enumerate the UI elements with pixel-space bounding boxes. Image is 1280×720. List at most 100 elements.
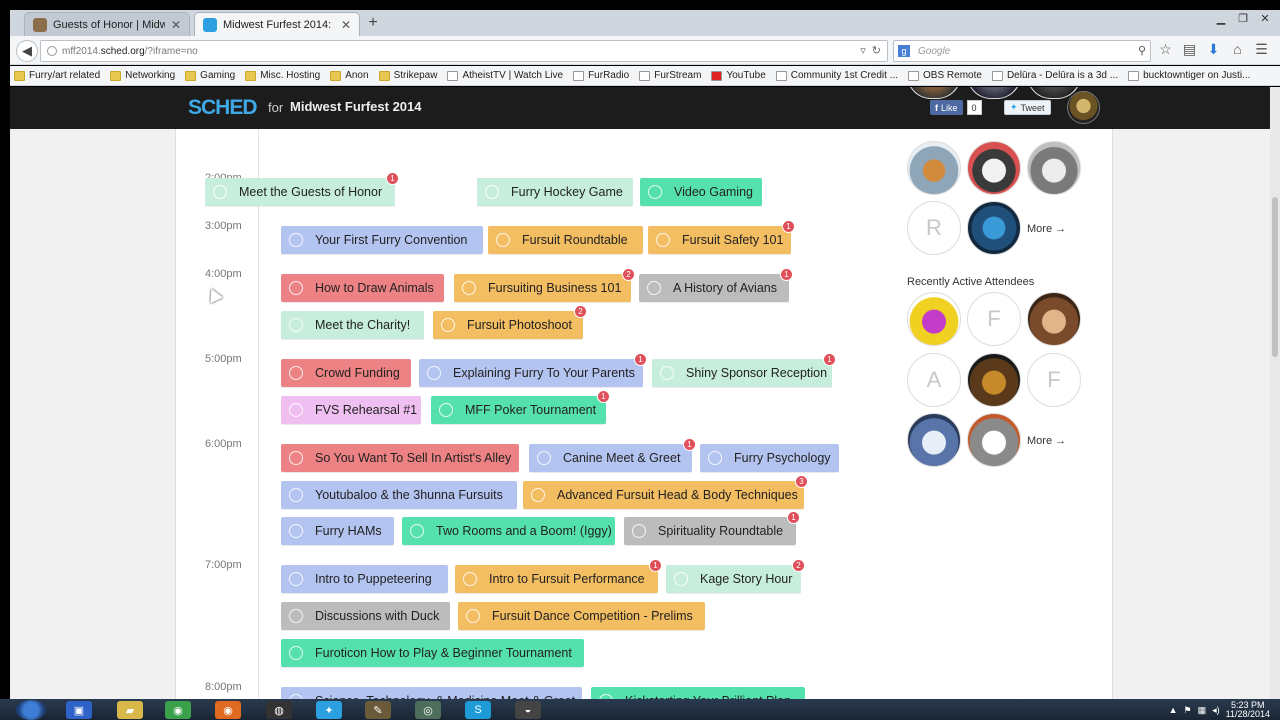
add-to-schedule-icon[interactable] [289, 318, 303, 332]
guests-more-link[interactable]: More → [1027, 223, 1067, 235]
session-chip[interactable]: Two Rooms and a Boom! (Iggy) [402, 517, 615, 545]
add-to-schedule-icon[interactable] [656, 233, 670, 247]
bookmark-item[interactable]: Delūra - Delūra is a 3d ... [991, 70, 1118, 81]
add-to-schedule-icon[interactable] [660, 366, 674, 380]
bookmark-item[interactable]: Networking [110, 70, 175, 81]
bookmark-item[interactable]: Anon [330, 70, 369, 81]
user-avatar[interactable] [1067, 91, 1100, 124]
session-chip[interactable]: Kickstarting Your Brilliant Plan [591, 687, 805, 699]
add-to-schedule-icon[interactable] [289, 524, 303, 538]
add-to-schedule-icon[interactable] [531, 488, 545, 502]
add-to-schedule-icon[interactable] [674, 572, 688, 586]
bookmark-item[interactable]: FurStream [639, 70, 701, 81]
add-to-schedule-icon[interactable] [410, 524, 424, 538]
app-icon[interactable]: ◒ [515, 701, 541, 719]
address-bar[interactable]: mff2014.sched.org/?iframe=no ▿ ↻ [40, 40, 888, 62]
tab-guests-of-honor[interactable]: Guests of Honor | Midwest ... ✕ [24, 12, 190, 36]
session-chip[interactable]: Youtubaloo & the 3hunna Fursuits [281, 481, 517, 509]
add-to-schedule-icon[interactable] [427, 366, 441, 380]
home-icon[interactable]: ⌂ [1233, 41, 1242, 57]
session-chip[interactable]: Your First Furry Convention [281, 226, 483, 254]
tray-expand-icon[interactable]: ▲ [1168, 705, 1178, 715]
add-to-schedule-icon[interactable] [213, 185, 227, 199]
twitter-icon[interactable]: ✦ [316, 701, 342, 719]
add-to-schedule-icon[interactable] [537, 451, 551, 465]
tweet-button[interactable]: ✦Tweet [1004, 100, 1051, 115]
attendee-avatar[interactable]: R [907, 201, 961, 255]
add-to-schedule-icon[interactable] [463, 572, 477, 586]
maximize-icon[interactable]: ❐ [1238, 12, 1248, 25]
add-to-schedule-icon[interactable] [708, 451, 722, 465]
new-tab-button[interactable]: + [368, 14, 378, 31]
bookmark-item[interactable]: YouTube [711, 70, 766, 81]
add-to-schedule-icon[interactable] [466, 609, 480, 623]
attendee-avatar[interactable] [1027, 292, 1081, 346]
attendee-avatar[interactable] [967, 413, 1021, 467]
add-to-schedule-icon[interactable] [496, 233, 510, 247]
attendee-avatar[interactable]: F [1027, 353, 1081, 407]
add-to-schedule-icon[interactable] [289, 233, 303, 247]
attendees-more-link[interactable]: More → [1027, 435, 1067, 447]
add-to-schedule-icon[interactable] [289, 609, 303, 623]
back-button[interactable]: ◀ [16, 40, 38, 62]
add-to-schedule-icon[interactable] [462, 281, 476, 295]
firefox-icon[interactable]: ◉ [215, 701, 241, 719]
tab-sched[interactable]: Midwest Furfest 2014: Sche... ✕ [194, 12, 360, 36]
attendee-avatar[interactable] [967, 353, 1021, 407]
clock[interactable]: 5:23 PM 11/28/2014 [1226, 701, 1270, 719]
app-icon[interactable]: ✎ [365, 701, 391, 719]
session-chip[interactable]: Furry Psychology [700, 444, 839, 472]
menu-icon[interactable]: ☰ [1255, 41, 1268, 57]
bookmark-item[interactable]: Community 1st Credit ... [775, 70, 898, 81]
session-chip[interactable]: Video Gaming [640, 178, 762, 206]
volume-icon[interactable]: ◂) [1212, 704, 1220, 715]
scrollbar-thumb[interactable] [1272, 197, 1278, 357]
event-name[interactable]: Midwest Furfest 2014 [290, 99, 422, 114]
session-chip[interactable]: Meet the Charity! [281, 311, 424, 339]
guest-avatar[interactable] [1027, 141, 1081, 195]
bookmark-star-icon[interactable]: ☆ [1159, 41, 1172, 57]
bookmark-item[interactable]: AtheistTV | Watch Live [447, 70, 563, 81]
bookmarks-list-icon[interactable]: ▤ [1182, 41, 1197, 57]
reload-icon[interactable]: ↻ [871, 45, 881, 57]
session-chip[interactable]: Fursuit Roundtable [488, 226, 643, 254]
bookmark-item[interactable]: OBS Remote [908, 70, 982, 81]
session-chip[interactable]: So You Want To Sell In Artist's Alley [281, 444, 519, 472]
close-window-icon[interactable]: ✕ [1260, 12, 1270, 25]
close-tab-icon[interactable]: ✕ [340, 17, 351, 32]
dropdown-icon[interactable]: ▿ [860, 45, 866, 57]
start-button[interactable] [16, 700, 46, 720]
add-to-schedule-icon[interactable] [441, 318, 455, 332]
guest-avatar[interactable] [967, 201, 1021, 255]
session-chip[interactable]: How to Draw Animals [281, 274, 444, 302]
network-icon[interactable]: ▦ [1197, 704, 1207, 715]
search-box[interactable]: g Google ⚲ [893, 40, 1151, 62]
session-chip[interactable]: Discussions with Duck [281, 602, 450, 630]
attendee-avatar[interactable] [907, 413, 961, 467]
bookmark-item[interactable]: Strikepaw [378, 70, 437, 81]
app-icon[interactable]: ▣ [66, 701, 92, 719]
session-chip[interactable]: Science, Technology, & Medicine Meet & G… [281, 687, 582, 699]
close-tab-icon[interactable]: ✕ [170, 17, 181, 32]
folder-icon[interactable]: ▰ [117, 701, 143, 719]
add-to-schedule-icon[interactable] [289, 646, 303, 660]
bookmark-item[interactable]: Misc. Hosting [245, 70, 320, 81]
guest-avatar[interactable] [967, 141, 1021, 195]
add-to-schedule-icon[interactable] [289, 403, 303, 417]
app-icon[interactable]: ◎ [415, 701, 441, 719]
page-scrollbar[interactable] [1270, 87, 1280, 699]
add-to-schedule-icon[interactable] [647, 281, 661, 295]
minimize-icon[interactable]: ▁ [1216, 12, 1226, 25]
